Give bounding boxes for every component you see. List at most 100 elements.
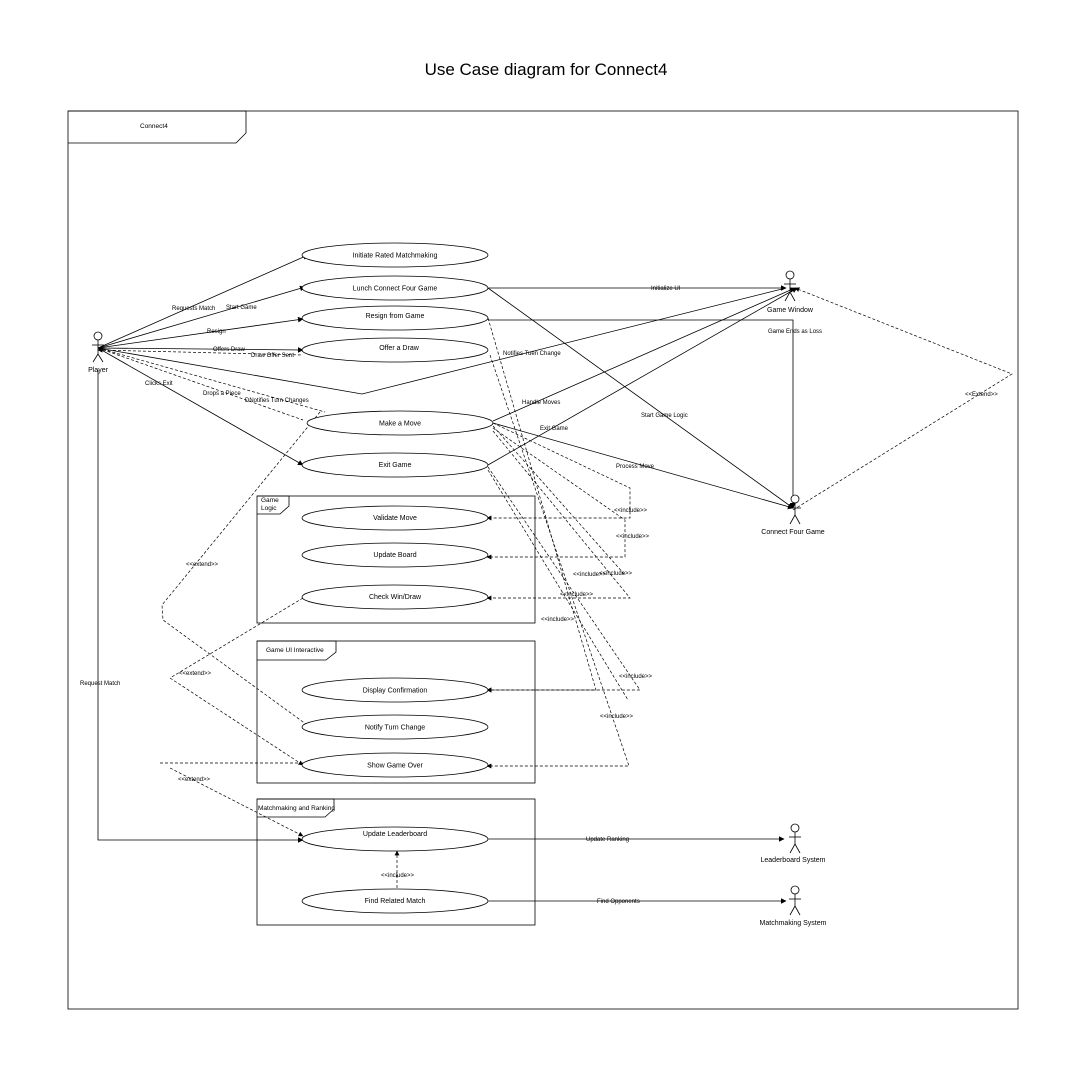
- usecase-show-game-over[interactable]: [301, 752, 489, 778]
- usecase-notify-turn-label: Notify Turn Change: [365, 725, 425, 732]
- label-start-game: Start Game: [226, 305, 257, 311]
- label-start-game-logic: Start Game Logic: [641, 413, 688, 419]
- package-game-logic: [256, 495, 536, 624]
- label-clicks-exit: Clicks Exit: [145, 381, 173, 387]
- label-draw-offer-sent: Draw Offer Sent: [251, 353, 294, 359]
- package-game-ui-tab: [257, 640, 337, 661]
- label-game-ends-loss: Game Ends as Loss: [768, 329, 822, 335]
- actor-matchmaking-system[interactable]: [789, 885, 801, 916]
- usecase-offer-draw-label: Offer a Draw: [379, 345, 419, 352]
- edge-extend-notify: [161, 411, 321, 728]
- edge-include-display-2: [486, 466, 641, 693]
- label-extend-2: <<extend>>: [179, 671, 212, 677]
- edge-include-a: [492, 425, 626, 576]
- package-game-logic-tab: [257, 495, 290, 515]
- label-offers-draw: Offers Draw: [213, 347, 246, 353]
- edge-include-check-win: [486, 430, 631, 601]
- edge-include-b: [487, 469, 629, 701]
- edge-draw-offer-sent: [97, 347, 304, 356]
- label-include-5: <<include>>: [560, 592, 594, 598]
- package-matchmaking-label: Matchmaking and Ranking: [258, 805, 335, 812]
- label-dnotifies-turn: DNotifies Turn Changes: [245, 398, 309, 404]
- label-include-3: <<include>>: [573, 572, 607, 578]
- usecase-show-game-over-label: Show Game Over: [367, 763, 423, 770]
- label-extend-1: <<extend>>: [186, 562, 219, 568]
- edge-labels: Requests Match Start Game Resign Offers …: [80, 286, 998, 905]
- usecase-update-board-label: Update Board: [373, 552, 416, 559]
- usecase-validate-move[interactable]: [301, 505, 489, 531]
- label-include-2: <<include>>: [616, 534, 650, 540]
- associations: [97, 254, 798, 904]
- label-exit-game: Exit Game: [540, 426, 569, 432]
- usecase-offer-draw[interactable]: [301, 337, 489, 363]
- usecase-lunch-game[interactable]: [301, 275, 489, 301]
- label-include-9: <<include>>: [381, 873, 415, 879]
- edge-game-ends-loss: [488, 319, 796, 509]
- usecase-resign-label: Resign from Game: [366, 313, 425, 320]
- usecase-find-match-label: Find Related Match: [365, 898, 426, 905]
- edge-resign: [97, 316, 304, 349]
- edge-process-move: [492, 422, 794, 510]
- usecase-update-leaderboard[interactable]: [301, 826, 489, 852]
- usecase-exit-game-label: Exit Game: [379, 462, 412, 469]
- usecase-notify-turn[interactable]: [301, 714, 489, 740]
- edge-clicks-exit: [97, 347, 304, 466]
- actor-player[interactable]: [92, 331, 104, 363]
- label-include-6: <<include>>: [541, 617, 575, 623]
- actor-game-window-label: Game Window: [767, 307, 814, 314]
- usecase-initiate-rated[interactable]: [301, 242, 489, 268]
- usecase-display-confirmation[interactable]: [301, 677, 489, 703]
- usecase-display-confirmation-label: Display Confirmation: [363, 688, 428, 695]
- usecase-find-match[interactable]: [301, 888, 489, 914]
- usecase-update-board[interactable]: [301, 542, 489, 568]
- edge-include-display-1: [486, 317, 597, 693]
- actor-leaderboard-system[interactable]: [789, 823, 801, 854]
- edge-handle-moves: [492, 287, 796, 422]
- actor-connect-four-game-label: Connect Four Game: [761, 529, 825, 536]
- package-game-logic-label-line2: Logic: [261, 505, 277, 512]
- usecase-update-leaderboard-label: Update Leaderboard: [363, 831, 427, 838]
- label-include-4: <<include>>: [599, 571, 633, 577]
- label-find-opponents: Find Opponents: [597, 899, 640, 905]
- label-include-7: <<include>>: [619, 674, 653, 680]
- actors: [92, 270, 801, 916]
- usecase-check-win[interactable]: [301, 584, 489, 610]
- package-game-ui-label: Game UI Interactive: [266, 647, 324, 654]
- package-game-logic-label: Game Logic: [261, 497, 281, 512]
- edge-extend-to-gameover: [169, 677, 304, 766]
- usecase-make-move[interactable]: [306, 410, 494, 436]
- dashed-relations: [97, 287, 1013, 888]
- system-boundary: [67, 110, 1019, 1010]
- edge-dnotifies-turn: [97, 346, 326, 413]
- usecase-exit-game[interactable]: [301, 452, 489, 478]
- package-game-ui: [256, 640, 536, 784]
- edge-extend-from-check: [169, 597, 304, 679]
- edge-start-game-logic: [487, 287, 794, 509]
- package-matchmaking: [256, 798, 536, 926]
- actor-player-label: Player: [88, 367, 109, 374]
- system-name: Connect4: [140, 123, 168, 130]
- diagram-title: Use Case diagram for Connect4: [424, 60, 668, 79]
- edge-include-validate: [486, 422, 631, 521]
- actor-matchmaking-system-label: Matchmaking System: [760, 920, 827, 927]
- actor-connect-four-game[interactable]: [789, 494, 801, 525]
- usecase-initiate-rated-label: Initiate Rated Matchmaking: [353, 253, 438, 260]
- actor-leaderboard-system-label: Leaderboard System: [761, 857, 826, 864]
- usecase-make-move-label: Make a Move: [379, 421, 421, 428]
- label-include-8: <<include>>: [600, 714, 634, 720]
- label-update-ranking: Update Ranking: [586, 837, 629, 843]
- edge-start-game: [97, 285, 306, 349]
- label-requests-match: Requests Match: [172, 306, 215, 312]
- edge-notifies-tuen-change: [97, 287, 787, 395]
- usecase-resign[interactable]: [301, 305, 489, 331]
- label-handle-moves: Handle Moves: [522, 400, 560, 406]
- label-resign: Resign: [207, 329, 226, 335]
- edge-request-match: [97, 370, 304, 843]
- actor-game-window[interactable]: [784, 270, 796, 302]
- label-include-1: <<include>>: [614, 508, 648, 514]
- edge-exit-game-right: [487, 287, 798, 466]
- label-drops-piece: Drops a Piece: [203, 391, 241, 397]
- edge-requests-match: [97, 254, 309, 349]
- use-cases: Initiate Rated Matchmaking Lunch Connect…: [301, 242, 494, 914]
